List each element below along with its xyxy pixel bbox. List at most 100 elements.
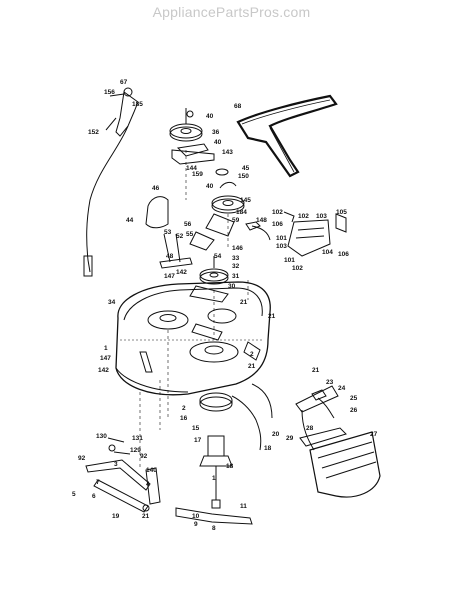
callout-45: 45 [242,165,250,172]
callout-159: 159 [192,171,203,178]
callout-21b: 21 [268,313,276,320]
callout-1b: 1 [212,475,216,482]
callout-21d: 21 [312,367,320,374]
callout-148: 148 [256,217,267,224]
callout-67: 67 [120,79,128,86]
callout-52: 52 [176,233,184,240]
callout-3: 3 [114,461,118,468]
callout-156: 156 [104,89,115,96]
callout-129: 129 [130,447,141,454]
callout-104: 104 [322,249,333,256]
callout-31: 31 [232,273,240,280]
lift-link [85,459,151,491]
callout-19: 19 [112,513,120,520]
callout-106a: 106 [272,221,283,228]
callout-40a: 40 [206,113,214,120]
callout-185: 185 [132,101,143,108]
upper-pulley [169,126,203,142]
deflector-rod [231,395,262,451]
callout-15: 15 [192,425,200,432]
callout-6: 6 [92,493,96,500]
callout-92a: 92 [78,455,86,462]
callout-152: 152 [88,129,99,136]
callout-55: 55 [186,231,194,238]
callout-36: 36 [212,129,220,136]
callout-40b: 40 [214,139,222,146]
callout-4: 4 [146,481,150,488]
callout-8: 8 [212,525,216,532]
callout-21c: 21 [248,363,256,370]
callout-5: 5 [72,491,76,498]
callout-33: 33 [232,255,240,262]
callout-21a: 21 [240,299,248,306]
callout-26: 26 [350,407,358,414]
part-callouts: 67 156 185 152 68 40 36 40 143 144 45 15… [72,79,378,532]
callout-143: 143 [222,149,233,156]
callout-40c: 40 [206,183,214,190]
callout-2a: 2 [250,351,254,358]
callout-28: 28 [306,425,314,432]
callout-147a: 147 [164,273,175,280]
discharge-chute [309,431,381,498]
callout-10: 10 [192,513,200,520]
callout-18a: 18 [264,445,272,452]
callout-25: 25 [350,395,358,402]
callout-146: 146 [232,245,243,252]
callout-142a: 142 [176,269,187,276]
callout-92b: 92 [140,453,148,460]
callout-16: 16 [180,415,188,422]
belt-shield [145,196,169,229]
callout-142b: 142 [98,367,109,374]
callout-106b: 106 [338,251,349,258]
callout-7: 7 [96,479,100,486]
callout-11: 11 [240,503,247,510]
callout-140: 140 [146,467,157,474]
callout-150: 150 [238,173,249,180]
callout-103a: 103 [316,213,327,220]
callout-101b: 101 [284,257,295,264]
callout-27: 27 [370,431,378,438]
callout-34: 34 [108,299,116,306]
callout-30: 30 [228,283,236,290]
callout-145: 145 [240,197,251,204]
callout-9: 9 [194,521,198,528]
watermark: AppliancePartsPros.com [152,4,311,20]
callout-32: 32 [232,263,240,270]
mower-blade [175,507,253,525]
callout-68: 68 [234,103,242,110]
callout-29: 29 [286,435,294,442]
callout-21e: 21 [142,513,150,520]
callout-1: 1 [104,345,108,352]
callout-18b: 18 [226,463,234,470]
middle-pulley [211,198,245,214]
callout-46: 46 [152,185,160,192]
belt-drawing [236,94,338,178]
callout-102a: 102 [272,209,283,216]
idler-bracket [171,149,215,165]
callout-102b: 102 [298,213,309,220]
deflector-shield [287,219,331,257]
callout-144: 144 [186,165,197,172]
callout-17: 17 [194,437,202,444]
cable-assembly [115,91,139,137]
callout-56: 56 [184,221,192,228]
callout-105: 105 [336,209,347,216]
callout-130: 130 [96,433,107,440]
spindle-pulley [199,396,233,412]
callout-54: 54 [214,253,222,260]
callout-147b: 147 [100,355,111,362]
callout-23: 23 [326,379,334,386]
callout-103b: 103 [276,243,287,250]
lower-pulley [199,271,229,285]
callout-131: 131 [132,435,143,442]
callout-44: 44 [126,217,134,224]
callout-24: 24 [338,385,346,392]
callout-48: 48 [166,253,174,260]
mower-deck [115,281,271,396]
callout-20: 20 [272,431,280,438]
callout-59: 59 [232,217,240,224]
callout-2b: 2 [182,405,186,412]
callout-53: 53 [164,229,172,236]
